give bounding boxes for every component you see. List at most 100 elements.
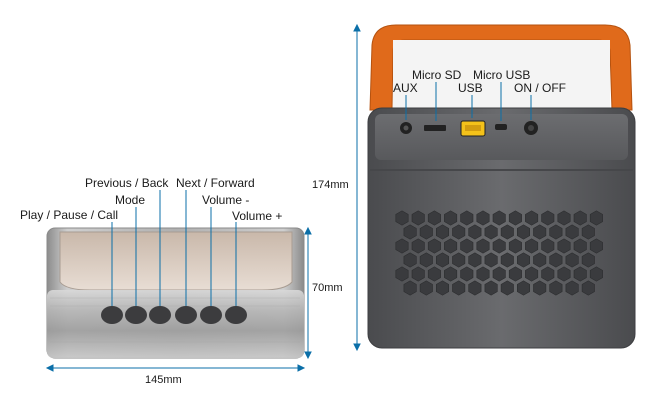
- grille-hole: [533, 252, 547, 268]
- grille-hole: [500, 280, 514, 296]
- grille-hole: [452, 224, 466, 240]
- grille-hole: [508, 210, 522, 226]
- grille-hole: [468, 252, 482, 268]
- grille-hole: [557, 238, 571, 254]
- grille-hole: [565, 224, 579, 240]
- grille-hole: [484, 280, 498, 296]
- usb-port[interactable]: [460, 120, 486, 137]
- grille-hole: [589, 210, 603, 226]
- grille-hole: [411, 266, 425, 282]
- aux-port[interactable]: [400, 122, 412, 134]
- mode-button[interactable]: [125, 306, 147, 324]
- grille-hole: [403, 252, 417, 268]
- previous-button[interactable]: [149, 306, 171, 324]
- grille-hole: [541, 210, 555, 226]
- grille-hole: [589, 266, 603, 282]
- grille-hole: [500, 224, 514, 240]
- label-mode: Mode: [115, 193, 146, 207]
- grille-hole: [403, 280, 417, 296]
- grille-hole: [492, 238, 506, 254]
- front-width-dimension: 145mm: [145, 374, 182, 386]
- front-height-dimension: 70mm: [312, 282, 343, 294]
- grille-hole: [476, 210, 490, 226]
- grille-hole: [403, 224, 417, 240]
- grille-hole: [468, 224, 482, 240]
- label-next-forward: Next / Forward: [176, 176, 255, 190]
- label-volume-down: Volume -: [202, 193, 250, 207]
- grille-hole: [525, 266, 539, 282]
- grille-hole: [419, 280, 433, 296]
- grille-hole: [541, 238, 555, 254]
- back-height-dimension: 174mm: [312, 179, 349, 191]
- play-pause-call-button[interactable]: [101, 306, 123, 324]
- grille-hole: [411, 238, 425, 254]
- grille-hole: [460, 238, 474, 254]
- grille-hole: [476, 238, 490, 254]
- label-on-off: ON / OFF: [514, 81, 566, 95]
- grille-hole: [460, 266, 474, 282]
- power-switch[interactable]: [524, 121, 538, 135]
- grille-hole: [411, 210, 425, 226]
- front-leader-lines: [111, 190, 237, 306]
- grille-hole: [565, 280, 579, 296]
- label-aux: AUX: [393, 81, 418, 95]
- grille-hole: [533, 224, 547, 240]
- grille-hole: [573, 266, 587, 282]
- label-play-pause-call: Play / Pause / Call: [20, 208, 119, 222]
- grille-hole: [427, 210, 441, 226]
- label-volume-up: Volume +: [232, 209, 283, 223]
- grille-hole: [435, 280, 450, 296]
- grille-hole: [557, 210, 571, 226]
- grille-hole: [427, 266, 441, 282]
- grille-hole: [435, 252, 450, 268]
- back-leader-lines: [405, 82, 532, 121]
- grille-hole: [573, 210, 587, 226]
- grille-hole: [533, 280, 547, 296]
- micro-sd-slot[interactable]: [424, 125, 446, 131]
- grille-hole: [435, 224, 450, 240]
- grille-hole: [492, 266, 506, 282]
- grille-hole: [444, 210, 458, 226]
- volume-up-button[interactable]: [225, 306, 247, 324]
- grille-hole: [516, 280, 531, 296]
- grille-hole: [525, 210, 539, 226]
- grille-hole: [484, 252, 498, 268]
- front-dimension-lines: [45, 226, 312, 372]
- grille-hole: [468, 280, 482, 296]
- grille-hole: [395, 210, 409, 226]
- grille-hole: [395, 266, 409, 282]
- grille-hole: [484, 224, 498, 240]
- grille-hole: [549, 280, 563, 296]
- micro-usb-port[interactable]: [495, 124, 507, 130]
- grille-hole: [557, 266, 571, 282]
- label-previous-back: Previous / Back: [85, 176, 169, 190]
- grille-hole: [395, 238, 409, 254]
- grille-hole: [427, 238, 441, 254]
- grille-hole: [508, 266, 522, 282]
- grille-hole: [516, 224, 531, 240]
- grille-hole: [525, 238, 539, 254]
- grille-hole: [419, 252, 433, 268]
- grille-hole: [573, 238, 587, 254]
- grille-hole: [452, 280, 466, 296]
- volume-down-button[interactable]: [200, 306, 222, 324]
- grille-hole: [581, 280, 595, 296]
- grille-hole: [508, 238, 522, 254]
- front-button-row: [101, 306, 247, 324]
- grille-hole: [444, 266, 458, 282]
- grille-hole: [444, 238, 458, 254]
- grille-hole: [549, 252, 563, 268]
- grille-hole: [492, 210, 506, 226]
- grille-hole: [581, 252, 595, 268]
- grille-hole: [516, 252, 531, 268]
- next-button[interactable]: [175, 306, 197, 324]
- label-usb: USB: [458, 81, 483, 95]
- grille-hole: [476, 266, 490, 282]
- label-micro-usb: Micro USB: [473, 68, 531, 82]
- grille-hole: [419, 224, 433, 240]
- back-dimension-line: [353, 23, 361, 352]
- grille-hole: [581, 224, 595, 240]
- grille-hole: [452, 252, 466, 268]
- label-micro-sd: Micro SD: [412, 68, 462, 82]
